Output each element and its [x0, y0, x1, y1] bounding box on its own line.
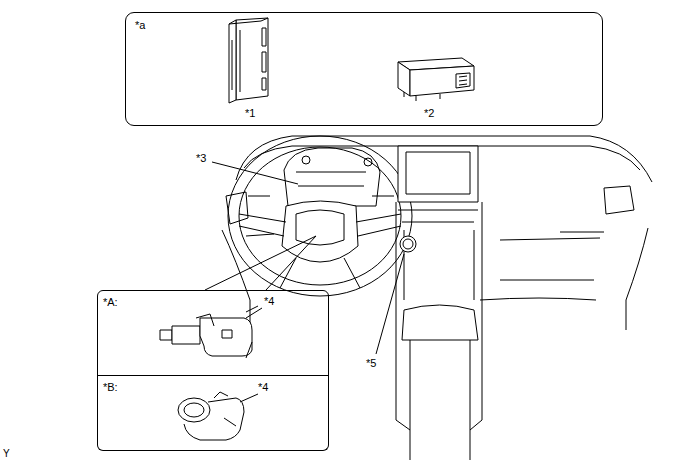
dashboard [222, 136, 652, 460]
callout-number: *2 [424, 107, 434, 119]
panel-label: *B: [103, 381, 118, 393]
leader-line [246, 308, 262, 318]
callout-number: *4 [258, 381, 268, 393]
variant-panel: *B: *4 [97, 375, 329, 451]
callout-number: *5 [366, 357, 376, 369]
view-mark: Y [3, 448, 10, 459]
leader-line [240, 394, 258, 402]
switch-part-a [160, 306, 258, 358]
leader-line [212, 162, 298, 184]
callout-number: *4 [264, 295, 274, 307]
panel-label: *A: [103, 296, 118, 308]
callout-line [205, 236, 316, 290]
switch-part-b [178, 392, 244, 440]
module-part [398, 58, 474, 101]
component-group-box: *a *1 *2 [125, 12, 603, 126]
callout-number: *3 [196, 152, 206, 164]
panel-label: *a [135, 19, 145, 31]
leader-line [376, 254, 404, 354]
variant-panel: *A: *4 [97, 290, 329, 376]
callout-number: *1 [245, 107, 255, 119]
ecu-part [229, 18, 268, 103]
